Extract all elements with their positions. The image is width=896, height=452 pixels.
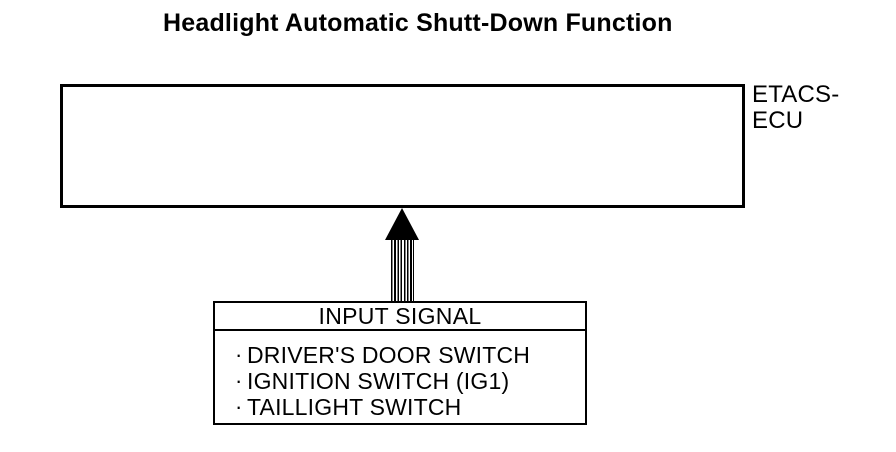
list-item-ignition-switch: · IGNITION SWITCH (IG1) [235, 368, 581, 394]
bullet-icon: · [235, 368, 243, 393]
etacs-ecu-label: ETACS- ECU [752, 81, 840, 134]
input-signal-list: · DRIVER'S DOOR SWITCH · IGNITION SWITCH… [215, 331, 585, 420]
list-item-label: IGNITION SWITCH (IG1) [247, 368, 510, 394]
list-item-taillight-switch: · TAILLIGHT SWITCH [235, 394, 581, 420]
up-arrow-shaft [390, 240, 414, 302]
list-item-label: DRIVER'S DOOR SWITCH [247, 342, 531, 368]
bullet-icon: · [235, 394, 243, 419]
input-signal-header: INPUT SIGNAL [215, 303, 585, 331]
diagram-title: Headlight Automatic Shutt-Down Function [163, 9, 673, 37]
bullet-icon: · [235, 342, 243, 367]
input-signal-box: INPUT SIGNAL · DRIVER'S DOOR SWITCH · IG… [213, 301, 587, 425]
etacs-ecu-box [60, 84, 745, 208]
up-arrow-icon [385, 208, 419, 302]
list-item-label: TAILLIGHT SWITCH [247, 394, 462, 420]
up-arrow-head [385, 208, 419, 240]
list-item-drivers-door-switch: · DRIVER'S DOOR SWITCH [235, 342, 581, 368]
